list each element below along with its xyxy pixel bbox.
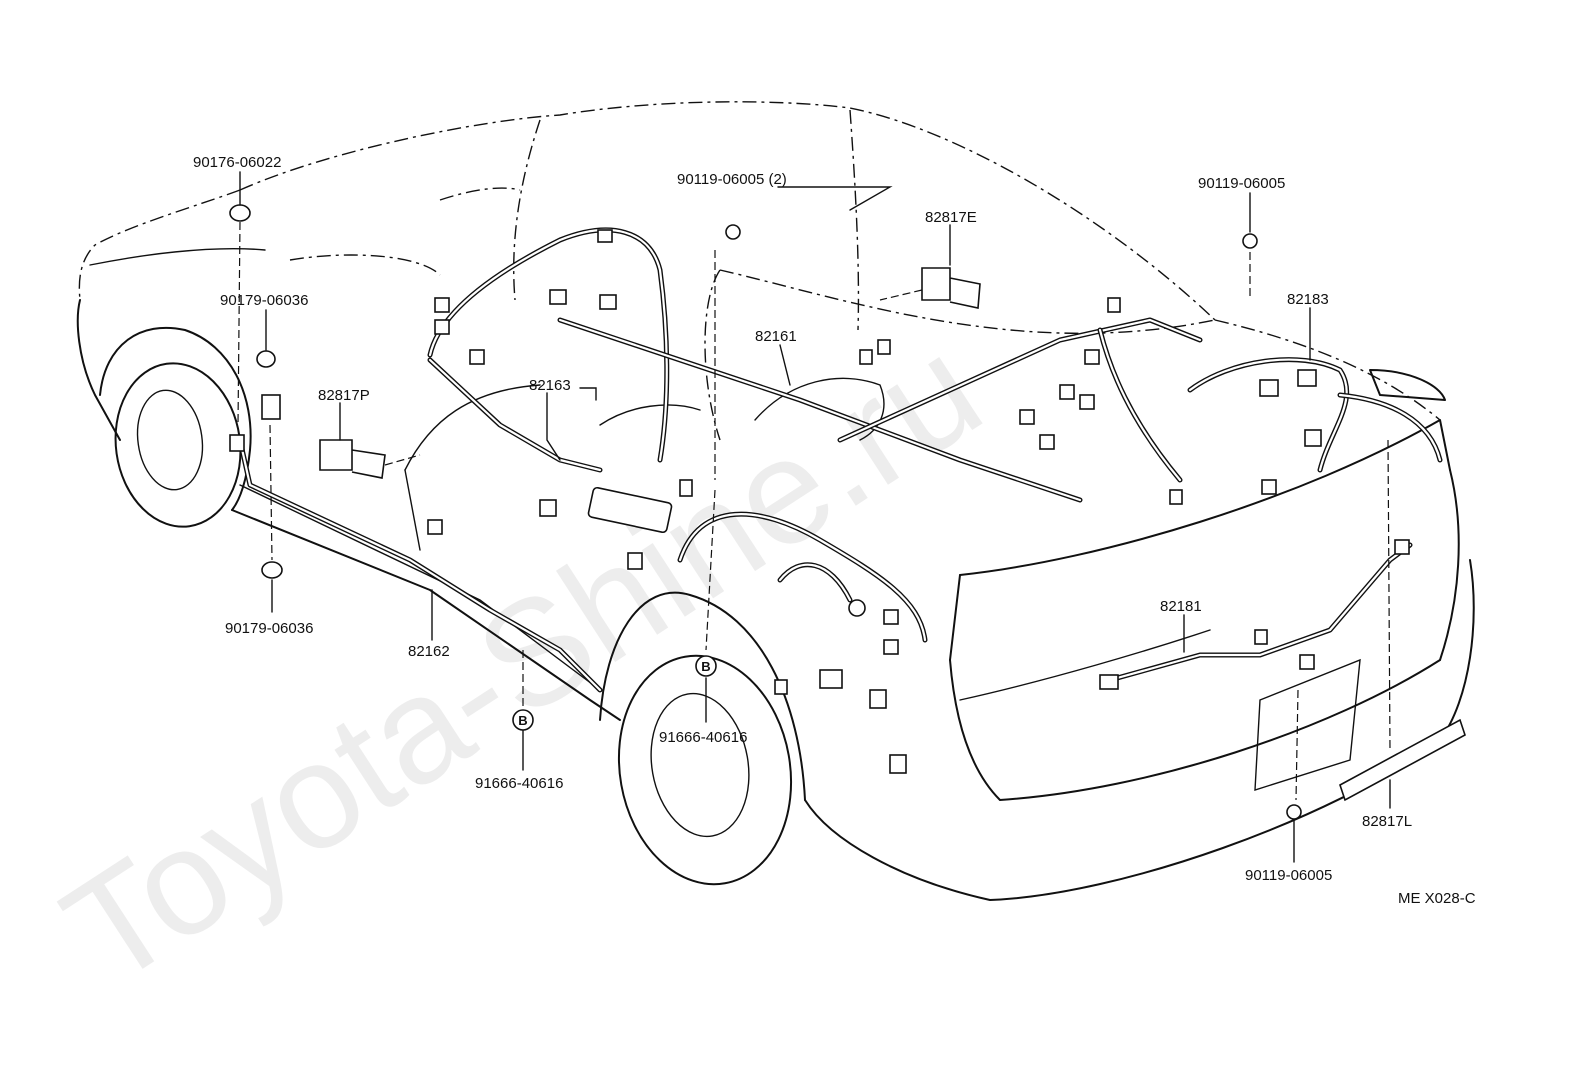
grommet-90176 [229,204,251,222]
ref-marker-circle [512,709,534,731]
label-90176-06022: 90176-06022 [193,154,281,171]
connector-box [774,679,788,695]
label-82817L: 82817L [1362,813,1412,830]
connector-box [1084,349,1100,365]
wiring-harnesses [237,227,1443,693]
car-body-outline [76,101,1475,901]
label-90119-06005-right: 90119-06005 [1198,175,1285,192]
label-91666-40616-mid: 91666-40616 [659,729,747,746]
connector-box [1099,674,1119,690]
connector-box [539,499,557,517]
label-90179-06036-bottom: 90179-06036 [225,620,313,637]
clip-90179 [261,561,283,579]
connector-box [1297,369,1317,387]
part-labels: 90176-06022 90179-06036 82817P 90179-060… [193,154,1476,907]
protector-82817L [1339,718,1466,802]
bolt-90119 [725,224,741,240]
connector-box [599,294,617,310]
connector-round [848,599,866,617]
label-90119-06005-bottom: 90119-06005 [1245,867,1332,884]
connector-box [229,434,245,452]
connector-box [869,689,887,709]
label-82183: 82183 [1287,291,1329,308]
connector-box [1394,539,1410,555]
leader-lines [237,171,1391,863]
connector-box [1254,629,1268,645]
connector-box [469,349,485,365]
label-82163: 82163 [529,377,571,394]
label-90119-06005-2: 90119-06005 (2) [677,171,787,188]
connector-box [1039,434,1055,450]
connector-box [427,519,443,535]
connector-box [261,394,281,420]
ref-marker-b: B [518,713,527,728]
connector-box [1299,654,1315,670]
ref-marker-b: B [701,659,710,674]
parts [229,204,1466,820]
connector-box [434,319,450,335]
label-90179-06036-top: 90179-06036 [220,292,308,309]
connector-box [1169,489,1183,505]
connector-box [597,229,613,243]
connector-box [627,552,643,570]
ref-markers: B B [512,655,717,731]
connector-box [1019,409,1035,425]
connector-box [1107,297,1121,313]
label-91666-40616-left: 91666-40616 [475,775,563,792]
connector-box [1079,394,1095,410]
label-82817E: 82817E [925,209,977,226]
clip-90179 [256,350,276,368]
bolt-90119 [1286,804,1302,820]
label-82181: 82181 [1160,598,1202,615]
connectors [229,229,1410,774]
connector-box [859,349,873,365]
label-82162: 82162 [408,643,450,660]
connector-box [1259,379,1279,397]
connector-box [1059,384,1075,400]
connector-box [1261,479,1277,495]
connector-box [883,639,899,655]
diagram-code: ME X028-C [1398,890,1476,907]
connector-box [883,609,899,625]
connector-box [877,339,891,355]
connector-box [549,289,567,305]
connector-box [819,669,843,689]
connector-box [434,297,450,313]
watermark-text: Toyota-Shine.ru [36,304,1009,1017]
label-82817P: 82817P [318,387,370,404]
connector-box [889,754,907,774]
label-82161: 82161 [755,328,797,345]
connector-box [1304,429,1322,447]
connector-box [679,479,693,497]
relay-block-82817E [921,267,981,309]
ref-marker-circle [695,655,717,677]
bolt-90119 [1242,233,1258,249]
relay-block-82817P [319,439,386,479]
